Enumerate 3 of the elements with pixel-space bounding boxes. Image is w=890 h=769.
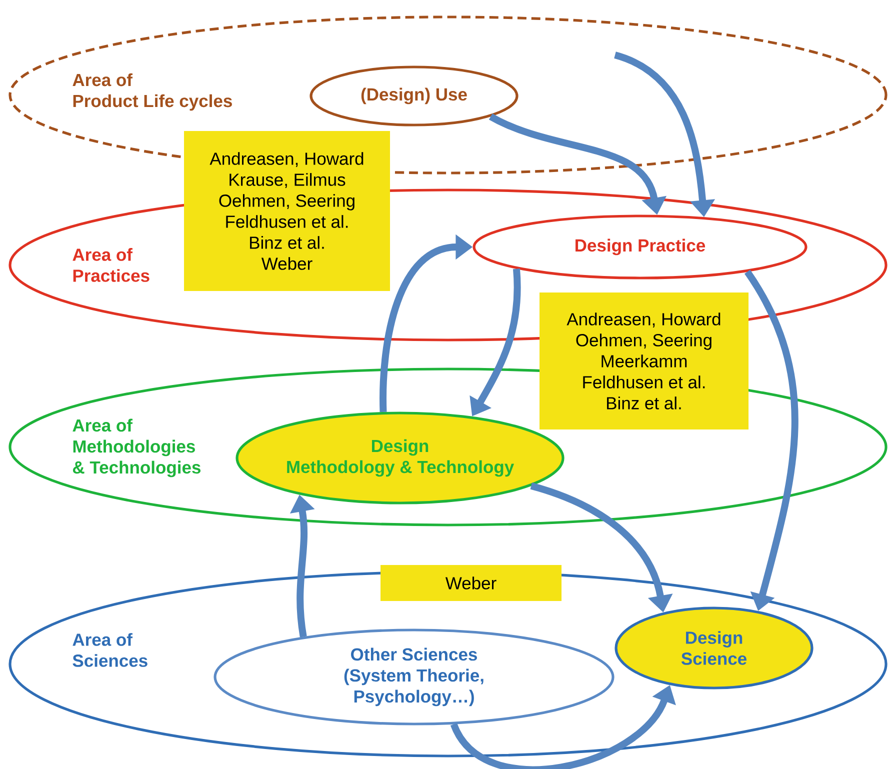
author-box: Andreasen, Howard Oehmen, Seering Meerkamm Feldhusen et al. Binz et al. xyxy=(540,292,749,430)
author-box: Andreasen, Howard Krause, Eilmus Oehmen, Seering Feldhusen et al. Binz et al. Weber xyxy=(184,131,390,291)
author-box: Weber xyxy=(380,565,562,601)
